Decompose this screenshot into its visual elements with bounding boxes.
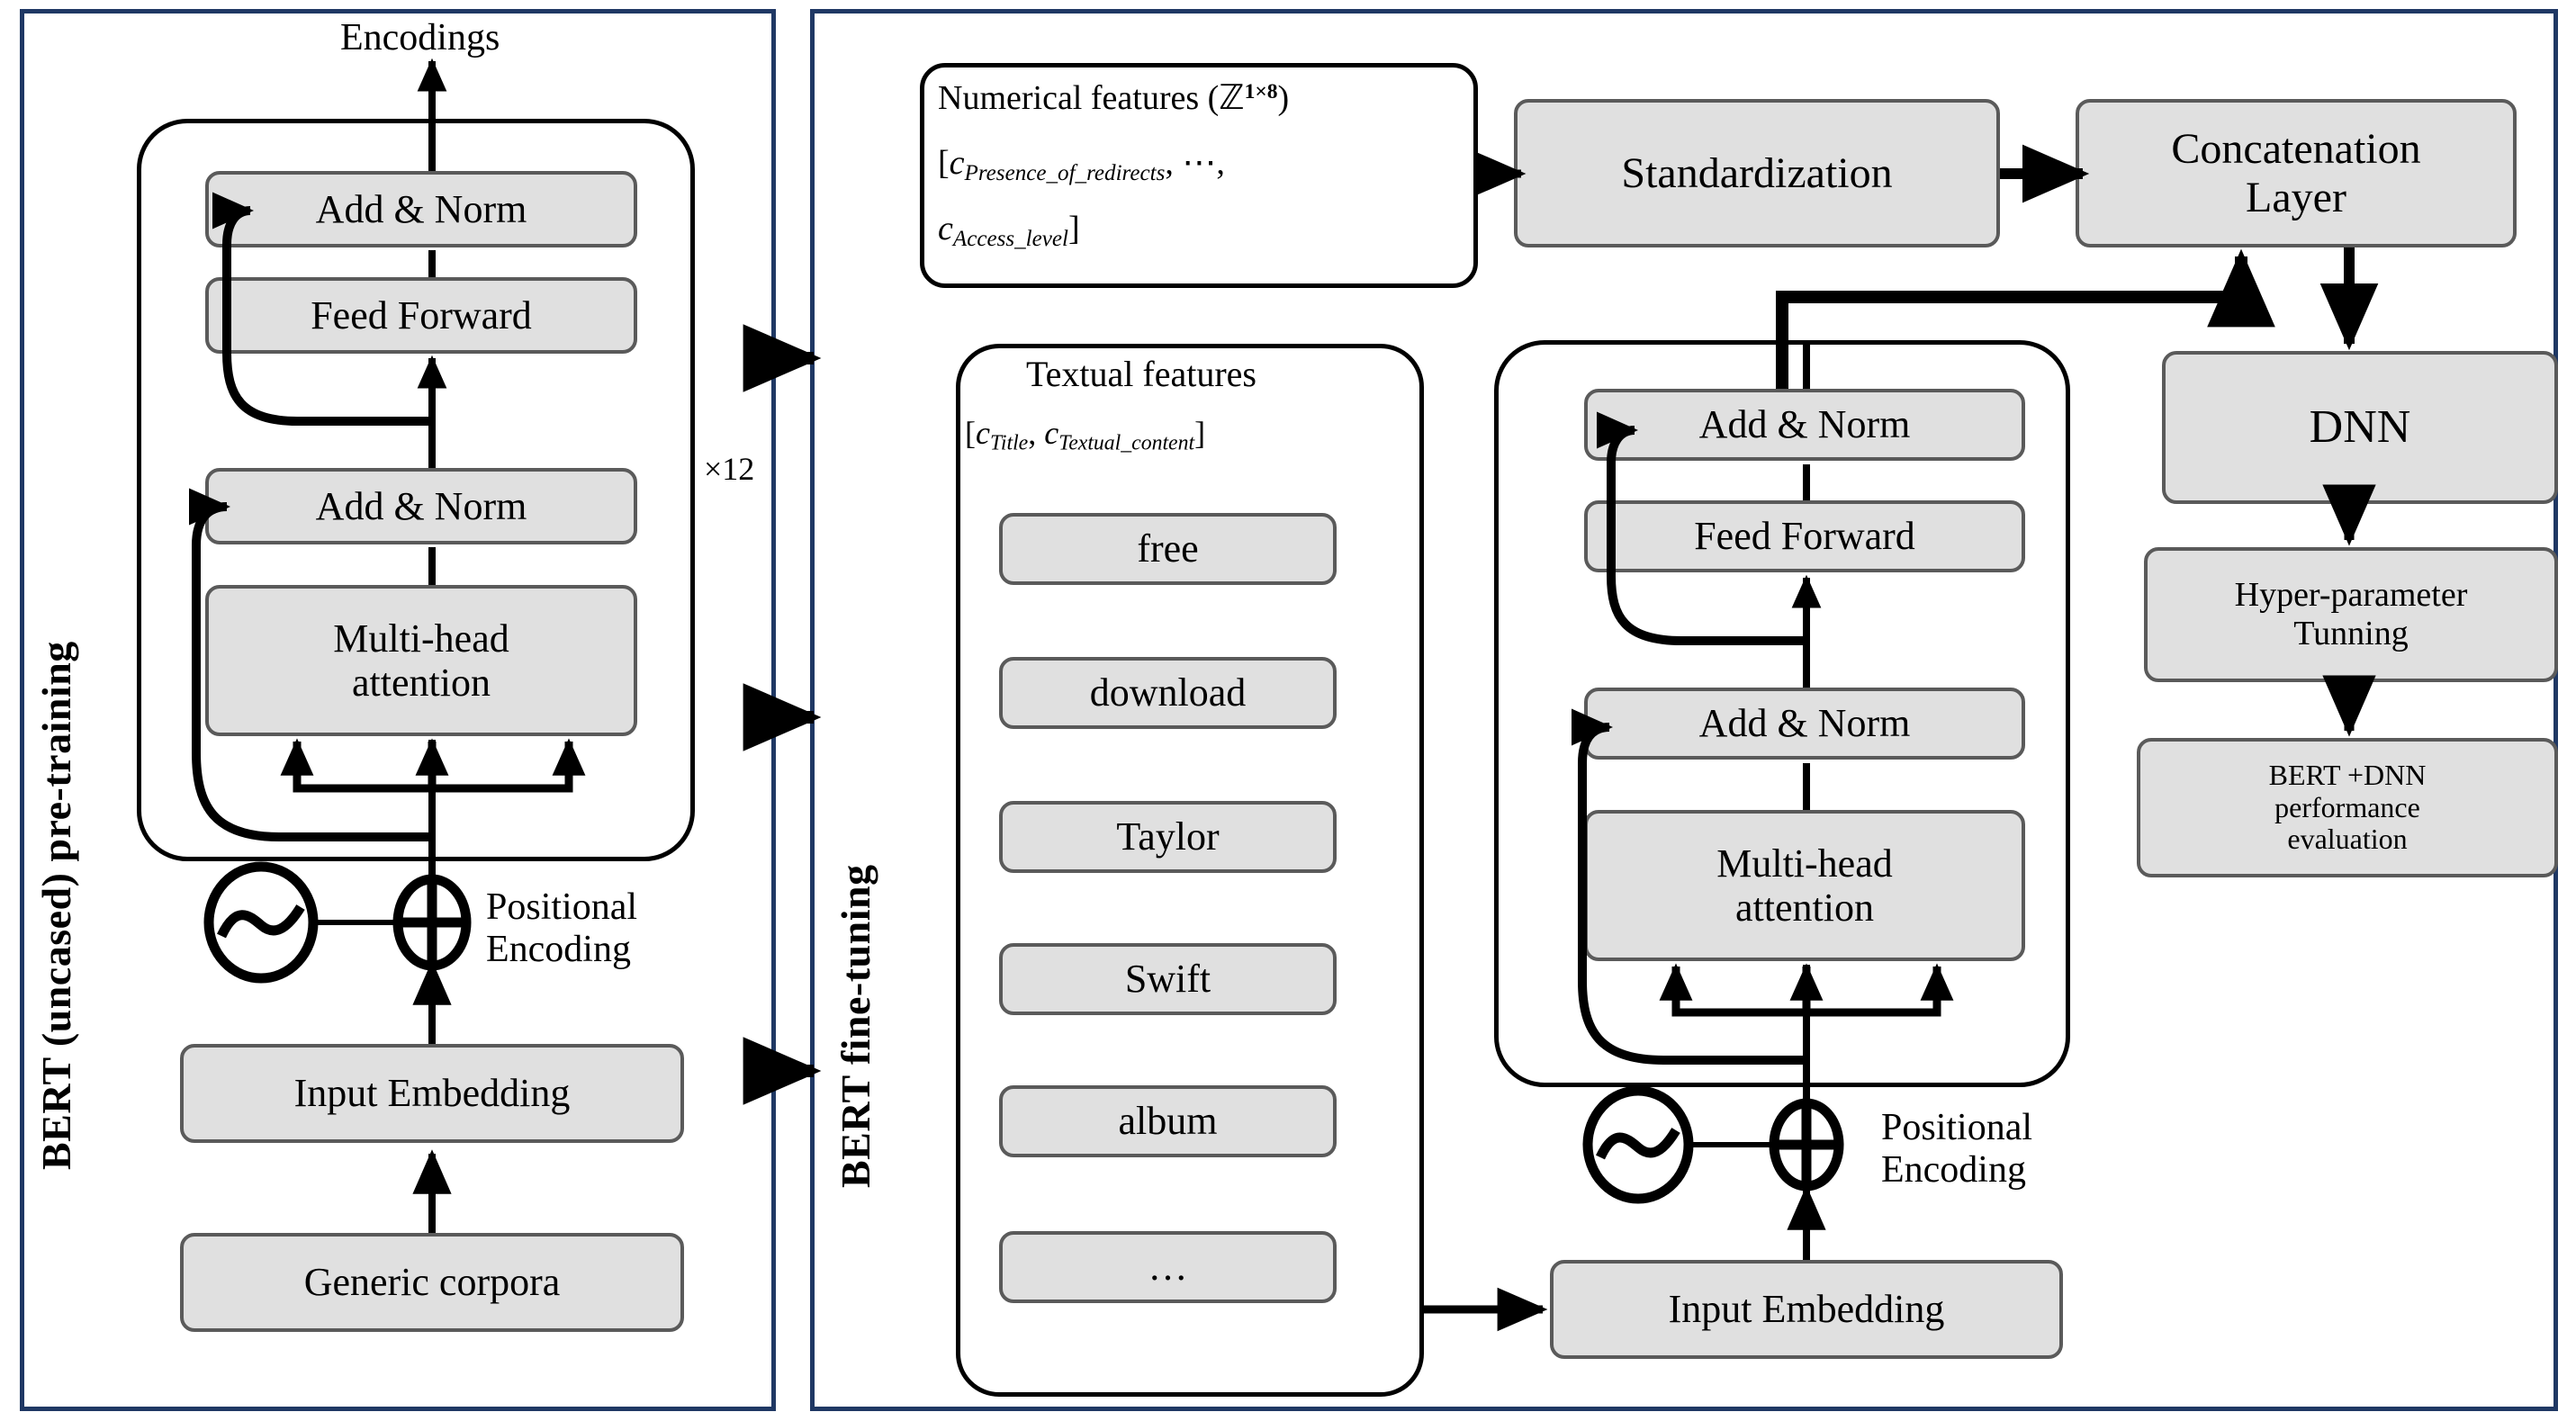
textual-token-swift: Swift — [999, 943, 1337, 1015]
pretraining-multi-head-attention: Multi-head attention — [205, 585, 637, 736]
numerical-features-formula-line1: [cPresence_of_redirects, ⋯, — [938, 144, 1225, 186]
encodings-label: Encodings — [340, 17, 500, 58]
textual-token-taylor: Taylor — [999, 801, 1337, 873]
dnn-box: DNN — [2162, 351, 2558, 504]
finetuning-add-norm-bottom: Add & Norm — [1584, 688, 2025, 760]
concatenation-layer-box: Concatenation Layer — [2076, 99, 2517, 247]
textual-features-heading: Textual features — [1026, 354, 1256, 394]
pretraining-add-norm-bottom: Add & Norm — [205, 468, 637, 544]
panel-label-bert-pretraining: BERT (uncased) pre-training — [33, 641, 79, 1170]
numerical-features-heading: Numerical features (ℤ1×8) — [938, 79, 1290, 117]
hyper-parameter-tunning-box: Hyper-parameter Tunning — [2144, 547, 2558, 682]
finetuning-feed-forward: Feed Forward — [1584, 500, 2025, 572]
pretraining-transformer-block — [137, 119, 695, 861]
finetuning-add-norm-top: Add & Norm — [1584, 389, 2025, 461]
textual-token-ellipsis: … — [999, 1231, 1337, 1303]
pretraining-input-embedding: Input Embedding — [180, 1044, 684, 1143]
pretraining-add-norm-top: Add & Norm — [205, 171, 637, 247]
numerical-features-box — [920, 63, 1478, 288]
finetuning-multi-head-attention: Multi-head attention — [1584, 810, 2025, 961]
textual-token-free: free — [999, 513, 1337, 585]
pretraining-repeat-count: ×12 — [704, 451, 755, 487]
textual-token-download: download — [999, 657, 1337, 729]
pretraining-generic-corpora: Generic corpora — [180, 1233, 684, 1332]
numerical-features-formula-line2: cAccess_level] — [938, 210, 1080, 252]
standardization-box: Standardization — [1514, 99, 2000, 247]
textual-features-formula: [cTitle, cTextual_content] — [965, 415, 1206, 455]
pretraining-feed-forward: Feed Forward — [205, 277, 637, 354]
panel-label-bert-finetuning: BERT fine-tuning — [833, 864, 878, 1188]
finetuning-input-embedding: Input Embedding — [1550, 1260, 2063, 1359]
bert-dnn-performance-evaluation-box: BERT +DNN performance evaluation — [2137, 738, 2558, 877]
textual-token-album: album — [999, 1085, 1337, 1157]
